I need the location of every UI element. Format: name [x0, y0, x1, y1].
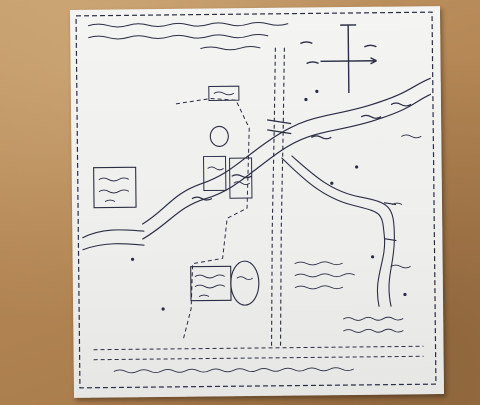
building-lower	[190, 265, 232, 302]
map-title-scribble	[87, 21, 289, 51]
pond	[209, 125, 229, 147]
left-stream-edge	[82, 243, 145, 251]
river	[141, 77, 432, 240]
map-border	[75, 11, 437, 389]
north-south-road-edge	[279, 47, 285, 348]
bottom-road	[93, 345, 424, 351]
building-top	[208, 85, 240, 102]
left-stream	[82, 229, 145, 239]
building-left	[93, 166, 137, 209]
bottom-road-edge	[93, 355, 424, 361]
north-south-road	[270, 47, 276, 348]
right-stream	[281, 157, 386, 307]
map-sheet	[69, 6, 445, 398]
legend-scribble	[113, 316, 404, 374]
hand-drawn-map	[75, 11, 437, 389]
north-arrow-icon	[300, 24, 377, 94]
village-boundary	[175, 97, 250, 339]
building-center-left	[203, 155, 227, 192]
tree-markers	[130, 89, 407, 311]
area-label-scribble	[294, 134, 422, 290]
building-center-right	[229, 157, 253, 199]
right-stream-edge	[291, 155, 395, 307]
bridge-marks	[267, 119, 397, 242]
playground-oval	[230, 260, 260, 306]
